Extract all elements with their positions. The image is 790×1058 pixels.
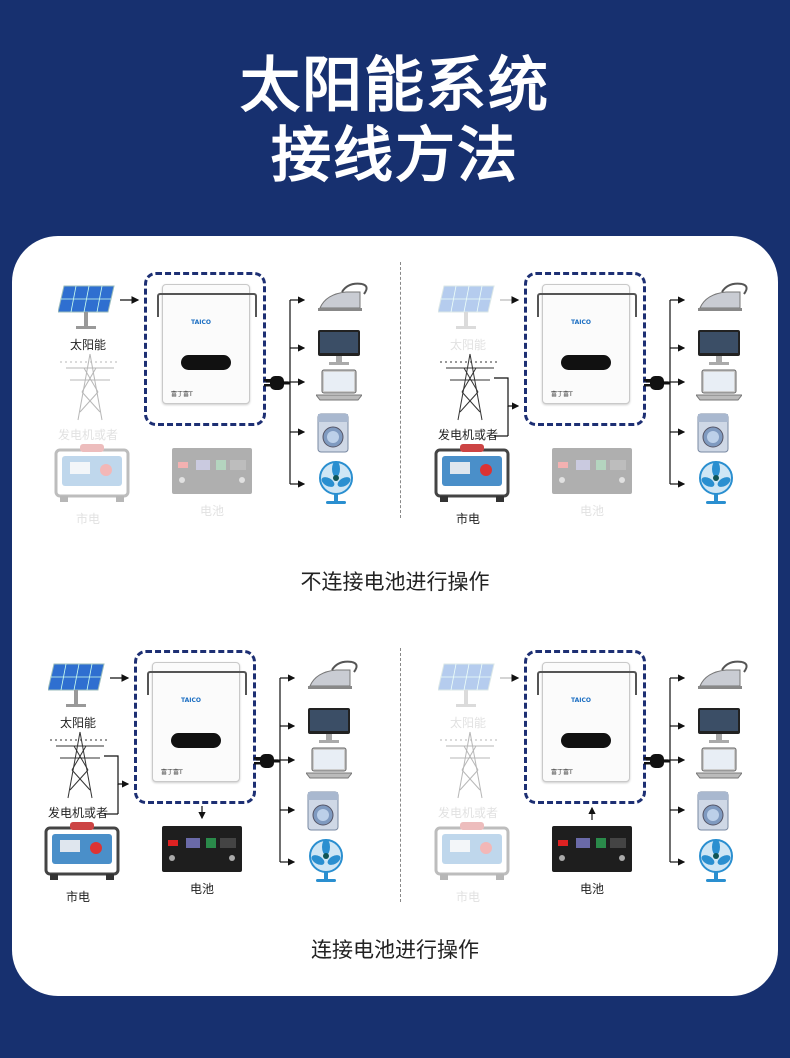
caption-with-battery: 连接电池进行操作: [311, 938, 479, 962]
diagram-card: [12, 236, 778, 996]
connector-lines: [104, 674, 296, 866]
plug-icon: [644, 373, 670, 397]
solar-label: 太阳能: [449, 716, 487, 730]
inverter: TAICO 富丁富T: [537, 284, 637, 404]
solar-panel-icon: [437, 660, 498, 714]
inverter-dashed-box: [144, 272, 266, 426]
inverter-handle: [537, 671, 637, 695]
fan-icon: [696, 838, 736, 888]
washing-machine-icon: [696, 412, 730, 458]
inverter-brand: TAICO: [571, 697, 592, 704]
inverter-display: [561, 733, 611, 748]
inverter-dashed-box: [524, 272, 646, 426]
grid-label: 市电: [65, 890, 91, 904]
iron-icon: [696, 656, 750, 696]
inverter-brand: TAICO: [181, 697, 202, 704]
washing-machine-icon: [696, 790, 730, 836]
panel-divider-bottom: [400, 648, 401, 902]
generator-icon: [432, 442, 512, 508]
solar-label: 太阳能: [69, 338, 107, 352]
solar-label: 太阳能: [59, 716, 97, 730]
solar-label: 太阳能: [449, 338, 487, 352]
generator-icon: [42, 820, 122, 886]
battery-label: 电池: [199, 504, 225, 518]
page-subtitle: 接线方法: [271, 121, 519, 191]
inverter-display: [561, 355, 611, 370]
laptop-icon: [694, 368, 744, 406]
battery-icon: [160, 824, 244, 878]
panel-battery-discharging: 太阳能发电机或者市电 TAICO 富丁富T 电池: [432, 648, 790, 918]
grid-label: 市电: [455, 512, 481, 526]
power-tower-icon: [440, 352, 500, 426]
inverter-dashed-box: [134, 650, 256, 804]
inverter-brand: TAICO: [191, 319, 212, 326]
connector-lines: [494, 296, 686, 488]
iron-icon: [696, 278, 750, 318]
battery-label: 电池: [579, 504, 605, 518]
laptop-icon: [304, 746, 354, 784]
power-tower-icon: [50, 730, 110, 804]
fan-icon: [696, 460, 736, 510]
connector-lines: [500, 674, 686, 866]
power-tower-icon: [60, 352, 120, 426]
inverter-badge: 富丁富T: [161, 769, 183, 776]
fan-icon: [316, 460, 356, 510]
generator-label: 发电机或者: [437, 806, 499, 820]
inverter-handle: [537, 293, 637, 317]
generator-label: 发电机或者: [57, 428, 119, 442]
inverter-badge: 富丁富T: [551, 769, 573, 776]
inverter-display: [181, 355, 231, 370]
inverter-brand: TAICO: [571, 319, 592, 326]
plug-icon: [644, 751, 670, 775]
generator-icon: [432, 820, 512, 886]
battery-icon: [550, 824, 634, 878]
inverter: TAICO 富丁富T: [157, 284, 257, 404]
battery-label: 电池: [189, 882, 215, 896]
power-tower-icon: [440, 730, 500, 804]
solar-panel-icon: [57, 282, 118, 336]
battery-icon: [170, 446, 254, 500]
solar-panel-icon: [47, 660, 108, 714]
caption-without-battery: 不连接电池进行操作: [300, 570, 490, 594]
monitor-icon: [316, 328, 362, 372]
monitor-icon: [696, 706, 742, 750]
panel-no-battery-grid: 太阳能发电机或者市电 TAICO 富丁富T 电池: [432, 270, 790, 540]
inverter-handle: [147, 671, 247, 695]
iron-icon: [306, 656, 360, 696]
washing-machine-icon: [306, 790, 340, 836]
plug-icon: [254, 751, 280, 775]
generator-label: 发电机或者: [437, 428, 499, 442]
inverter-dashed-box: [524, 650, 646, 804]
solar-panel-icon: [437, 282, 498, 336]
monitor-icon: [696, 328, 742, 372]
generator-label: 发电机或者: [47, 806, 109, 820]
iron-icon: [316, 278, 370, 318]
page-title: 太阳能系统: [240, 51, 550, 121]
battery-icon: [550, 446, 634, 500]
panel-no-battery-solar: 太阳能发电机或者市电 TAICO 富丁富T 电池: [52, 270, 422, 540]
fan-icon: [306, 838, 346, 888]
panel-divider-top: [400, 262, 401, 518]
inverter-display: [171, 733, 221, 748]
plug-icon: [264, 373, 290, 397]
laptop-icon: [694, 746, 744, 784]
inverter-badge: 富丁富T: [551, 391, 573, 398]
washing-machine-icon: [316, 412, 350, 458]
laptop-icon: [314, 368, 364, 406]
grid-label: 市电: [455, 890, 481, 904]
inverter: TAICO 富丁富T: [147, 662, 247, 782]
panel-battery-charging: 太阳能发电机或者市电 TAICO 富丁富T 电池: [42, 648, 412, 918]
grid-label: 市电: [75, 512, 101, 526]
inverter: TAICO 富丁富T: [537, 662, 637, 782]
battery-label: 电池: [579, 882, 605, 896]
monitor-icon: [306, 706, 352, 750]
inverter-handle: [157, 293, 257, 317]
generator-icon: [52, 442, 132, 508]
inverter-badge: 富丁富T: [171, 391, 193, 398]
